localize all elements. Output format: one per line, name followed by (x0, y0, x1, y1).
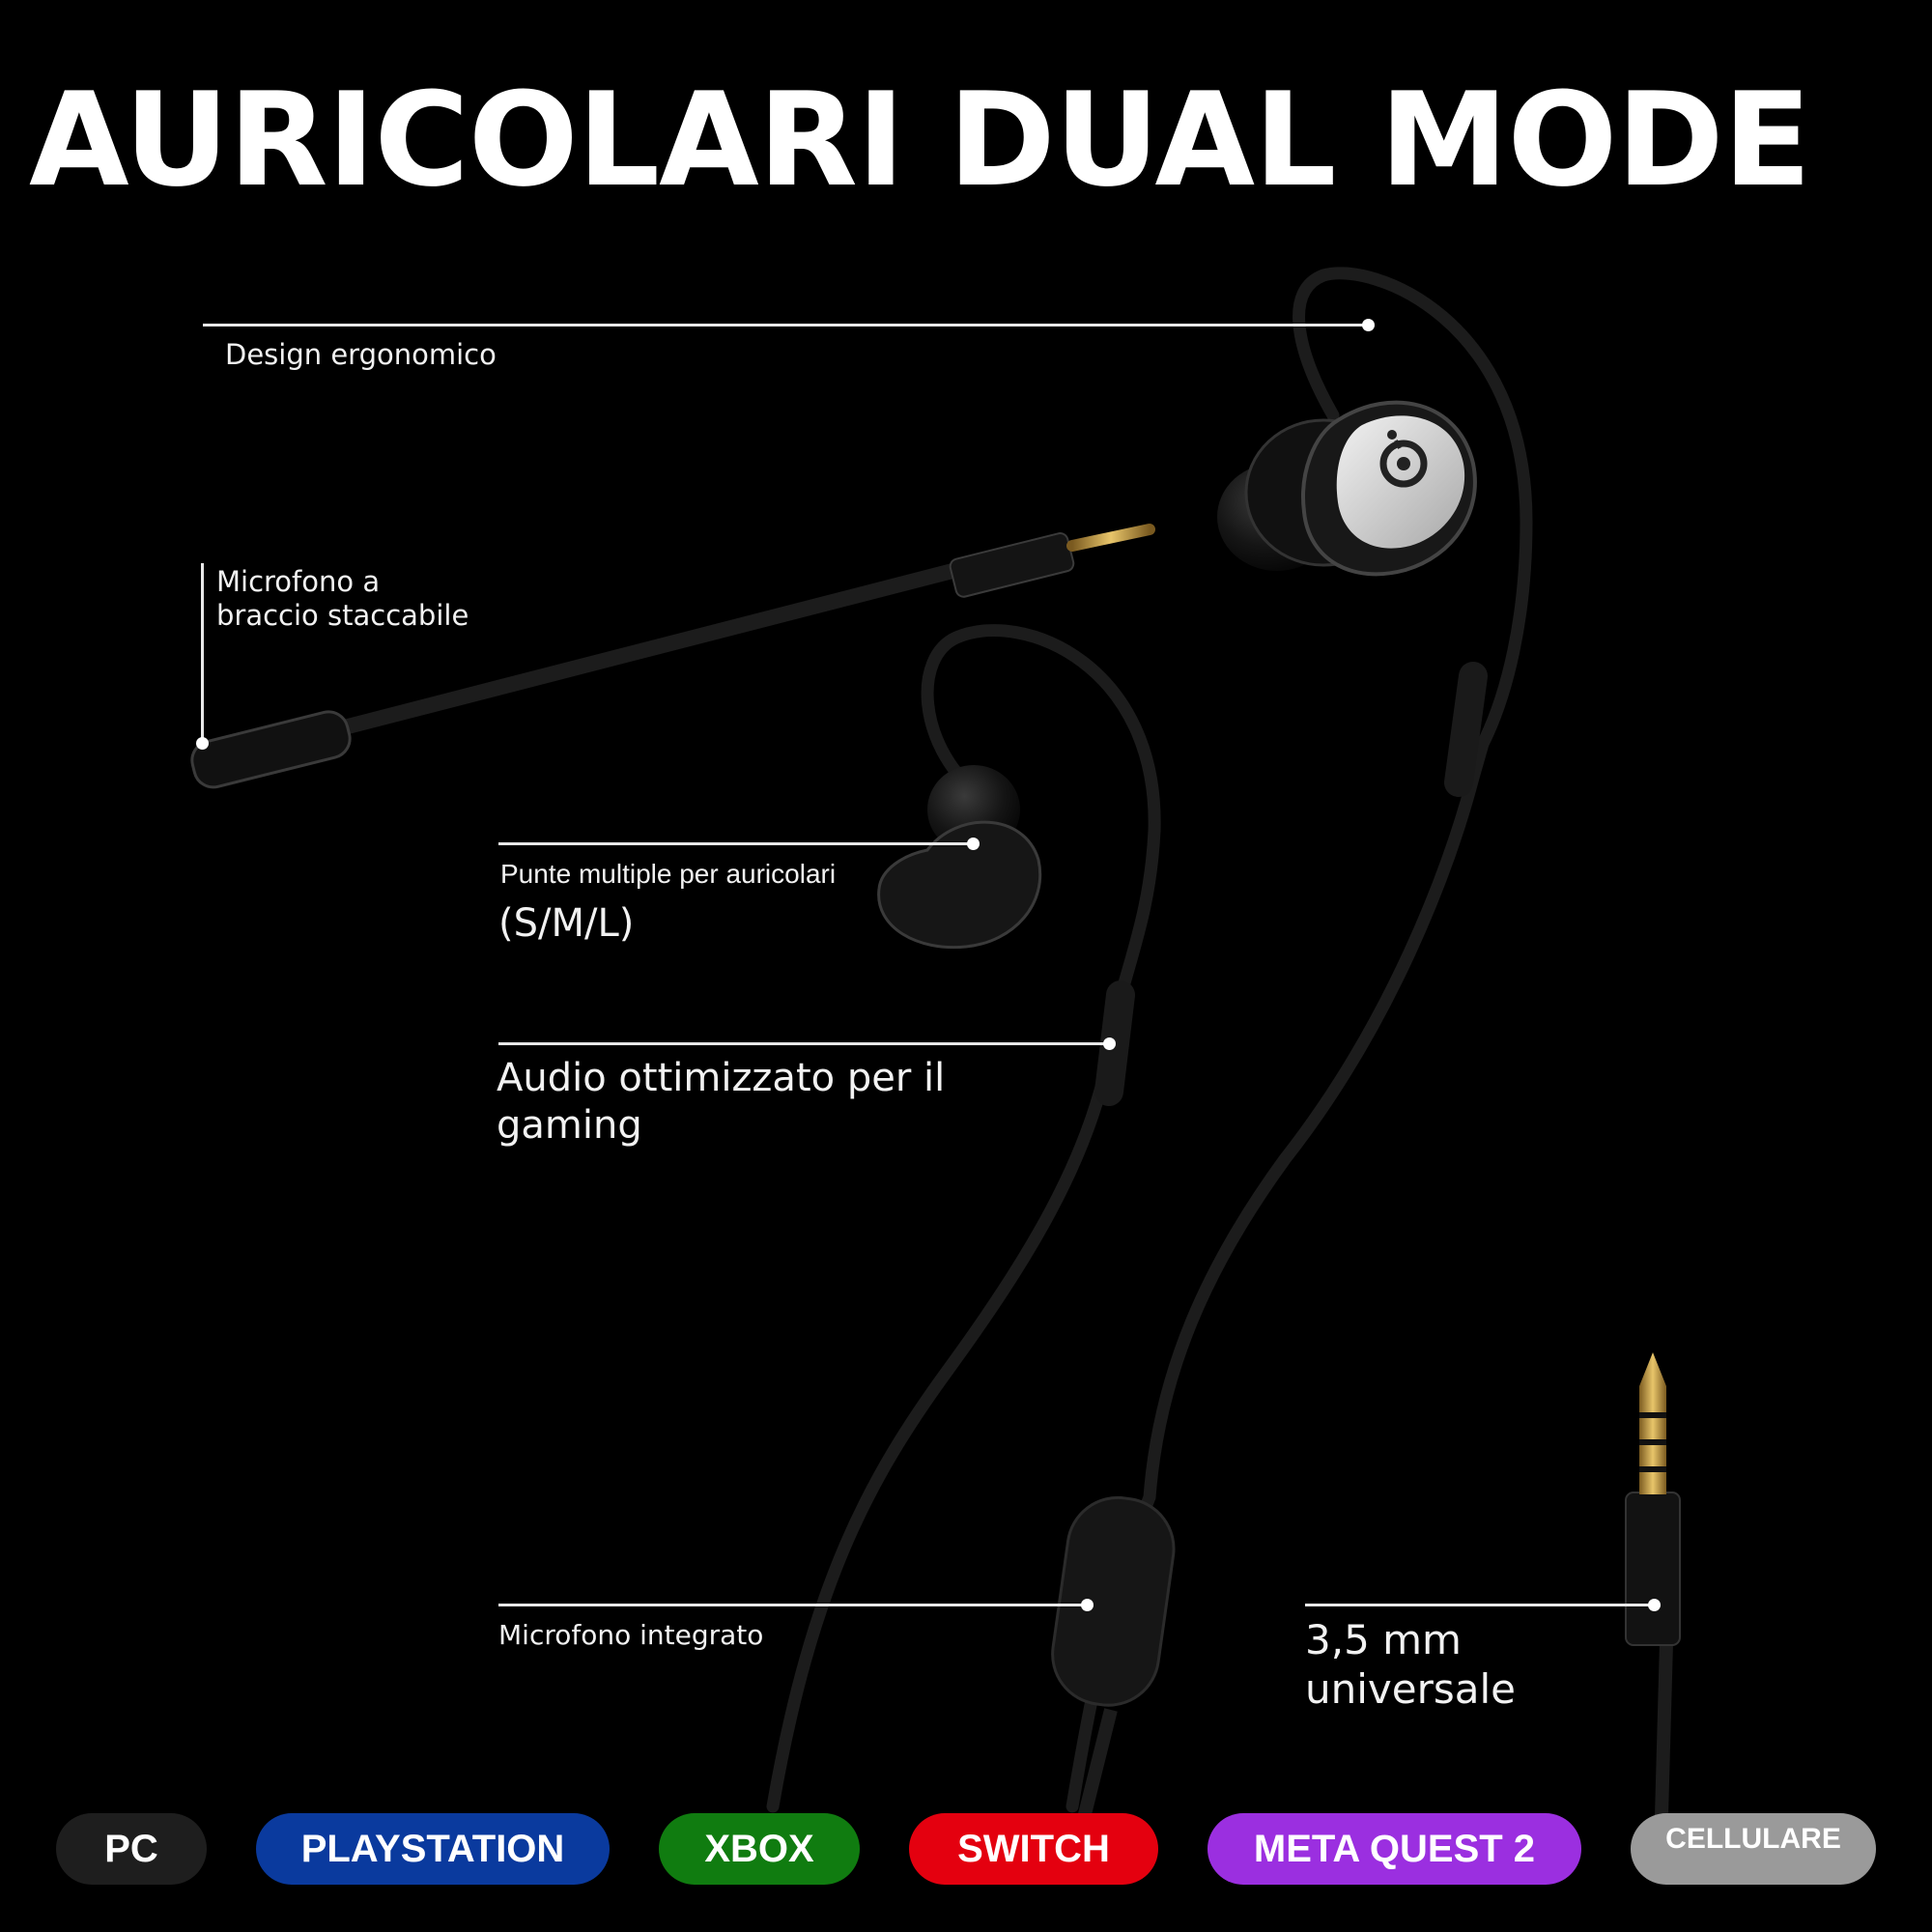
callout-line-tips (498, 842, 974, 845)
callout-line-audio (498, 1042, 1109, 1045)
feature-audio-label: Audio ottimizzato per il gaming (497, 1055, 945, 1150)
feature-jack-label: 3,5 mm universale (1305, 1615, 1516, 1714)
feature-tips-line2: (S/M/L) (498, 901, 635, 946)
feature-boom-mic-label: Microfono a braccio staccabile (216, 565, 469, 634)
feature-audio-line1: Audio ottimizzato per il (497, 1056, 946, 1100)
callout-dot-inline-mic (1081, 1599, 1094, 1611)
feature-jack-line2: universale (1305, 1665, 1516, 1714)
callout-line-boom-mic (201, 563, 204, 742)
right-earbud-cable (1065, 267, 1533, 1813)
platform-pill-pc: PC (56, 1813, 207, 1885)
feature-boom-mic-line2: braccio staccabile (216, 599, 469, 633)
jack-cable (1655, 1641, 1673, 1817)
feature-boom-mic-line1: Microfono a (216, 565, 381, 598)
boom-mic-connector (949, 532, 1075, 598)
boom-mic-plug (1066, 524, 1155, 552)
callout-dot-audio (1103, 1037, 1116, 1050)
callout-dot-boom-mic (196, 737, 209, 750)
callout-dot-tips (967, 838, 980, 850)
platform-pill-cellulare: CELLULARE (1631, 1813, 1876, 1885)
feature-inline-mic-label: Microfono integrato (498, 1619, 764, 1651)
platform-pill-xbox: XBOX (659, 1813, 860, 1885)
callout-dot-jack (1648, 1599, 1661, 1611)
platform-pill-playstation: PLAYSTATION (256, 1813, 610, 1885)
right-cable-sleeve (1444, 662, 1488, 797)
platform-pill-meta-quest-2: META QUEST 2 (1208, 1813, 1581, 1885)
feature-tips-line1: Punte multiple per auricolari (500, 859, 837, 889)
page-title: AURICOLARI DUAL MODE (29, 65, 1811, 215)
feature-audio-line2: gaming (497, 1102, 642, 1148)
left-earbud-body (877, 820, 1042, 950)
boom-mic-head (190, 710, 352, 789)
jack-housing (1625, 1492, 1681, 1646)
feature-design-label: Design ergonomico (225, 338, 497, 371)
platform-pill-switch: SWITCH (909, 1813, 1158, 1885)
callout-dot-design (1362, 319, 1375, 331)
brand-logo-icon (1379, 430, 1428, 488)
inline-mic-module (1051, 1495, 1176, 1707)
feature-jack-line1: 3,5 mm (1305, 1616, 1462, 1663)
callout-line-design (203, 324, 1367, 327)
callout-line-jack (1305, 1604, 1657, 1606)
callout-line-inline-mic (498, 1604, 1088, 1606)
